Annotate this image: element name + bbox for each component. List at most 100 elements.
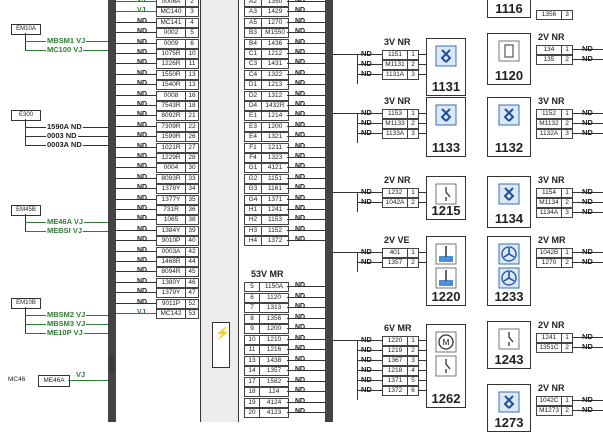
row-pin[interactable]: E3	[244, 121, 262, 132]
row-pin[interactable]: 40	[185, 236, 199, 247]
row-code[interactable]: 4123	[259, 408, 289, 418]
module-pin-number[interactable]: 2	[561, 406, 573, 416]
row-pin[interactable]: 36	[185, 205, 199, 215]
row-code[interactable]: 1200	[261, 121, 289, 132]
fuse-block[interactable]	[212, 322, 230, 368]
row-pin[interactable]: F1	[244, 142, 262, 153]
row-pin[interactable]: 53	[185, 309, 199, 319]
module-pin-number[interactable]: 2	[407, 198, 419, 208]
row-code[interactable]: 1371	[261, 194, 289, 205]
row-pin[interactable]: H4	[244, 236, 262, 247]
row-pin[interactable]: 39	[185, 225, 199, 236]
row-pin[interactable]: 10	[244, 334, 260, 345]
row-pin[interactable]: 27	[185, 142, 199, 153]
row-pin[interactable]: 4	[185, 17, 199, 28]
module-1243[interactable]: 1243	[487, 321, 531, 369]
module-pin-number[interactable]: 5	[407, 376, 419, 386]
connector-em45b[interactable]: EM45B	[11, 205, 41, 216]
row-pin[interactable]: 5	[244, 282, 260, 292]
module-pin-number[interactable]: 1	[561, 248, 573, 258]
module-pin-number[interactable]: 3	[407, 70, 419, 80]
row-code[interactable]: 1429	[261, 7, 289, 18]
module-pin-code[interactable]: 1042A	[382, 198, 408, 208]
module-pin-code[interactable]: 401	[382, 248, 408, 258]
row-pin[interactable]: B4	[244, 38, 262, 49]
module-pin-code[interactable]: 135	[536, 55, 562, 65]
row-code[interactable]: 1377Y	[156, 194, 186, 205]
row-code[interactable]: 1350	[261, 0, 289, 7]
row-pin[interactable]: 28	[185, 153, 199, 163]
row-pin[interactable]: 18	[185, 101, 199, 111]
module-1134[interactable]: 1134	[487, 176, 531, 228]
row-pin[interactable]: 13	[185, 80, 199, 91]
row-code[interactable]: 1468R	[156, 257, 186, 267]
row-code[interactable]: 1270	[261, 17, 289, 28]
row-code[interactable]: 1200	[259, 324, 289, 334]
module-pin-code[interactable]: 1220	[382, 336, 408, 346]
row-pin[interactable]: 2	[185, 0, 199, 7]
module-1215[interactable]: 1215	[426, 176, 466, 220]
row-pin[interactable]: 5	[185, 28, 199, 39]
row-pin[interactable]: 16	[185, 90, 199, 101]
module-pin-number[interactable]: 6	[407, 386, 419, 396]
row-pin[interactable]: 8	[244, 313, 260, 324]
module-pin-number[interactable]: 1	[407, 50, 419, 60]
row-pin[interactable]: 9	[244, 324, 260, 334]
row-pin[interactable]: F4	[244, 153, 262, 163]
row-pin[interactable]: 11	[244, 345, 260, 355]
row-pin[interactable]: C1	[244, 49, 262, 59]
row-code[interactable]: 9010P	[156, 236, 186, 247]
module-pin-code[interactable]: 1151	[382, 50, 408, 60]
row-pin[interactable]: H3	[244, 225, 262, 236]
row-code[interactable]: 1380Y	[156, 277, 186, 288]
row-code[interactable]: 1323	[261, 153, 289, 163]
row-pin[interactable]: H2	[244, 215, 262, 226]
module-pin-code[interactable]: 1351C	[536, 343, 562, 353]
row-code[interactable]: 1438	[259, 355, 289, 366]
module-1220[interactable]: 1220	[426, 236, 466, 306]
row-pin[interactable]: D1	[244, 80, 262, 91]
module-pin-code[interactable]: 1154	[536, 188, 562, 198]
row-code[interactable]: 0006A	[156, 0, 186, 7]
row-pin[interactable]: 44	[185, 257, 199, 267]
row-code[interactable]: 1384Y	[156, 225, 186, 236]
row-code[interactable]: 1356	[259, 313, 289, 324]
module-pin-number[interactable]: 2	[561, 198, 573, 208]
module-pin-number[interactable]: 2	[407, 346, 419, 356]
row-code[interactable]: 1540R	[156, 80, 186, 91]
module-pin-number[interactable]: 1	[561, 109, 573, 119]
row-code[interactable]: 1152	[261, 225, 289, 236]
row-pin[interactable]: 42	[185, 246, 199, 257]
module-pin-code[interactable]: 1219	[382, 346, 408, 356]
row-code[interactable]: 1211	[261, 142, 289, 153]
row-pin[interactable]: E4	[244, 132, 262, 143]
row-code[interactable]: 1313	[259, 303, 289, 313]
row-code[interactable]: 1214	[261, 111, 289, 122]
row-code[interactable]: 1378Y	[156, 184, 186, 195]
row-code[interactable]: 1599R	[156, 132, 186, 143]
module-pin-number[interactable]: 2	[407, 60, 419, 70]
module-pin-number[interactable]: 3	[561, 208, 573, 218]
row-code[interactable]: 8094R	[156, 267, 186, 278]
row-pin[interactable]: C3	[244, 59, 262, 70]
row-code[interactable]: 1379Y	[156, 288, 186, 299]
module-pin-code[interactable]: M1134	[536, 198, 562, 208]
row-code[interactable]: 731R	[156, 205, 186, 215]
row-pin[interactable]: 13	[185, 69, 199, 80]
row-code[interactable]: 1229R	[156, 153, 186, 163]
row-code[interactable]: MC141	[156, 17, 186, 28]
row-code[interactable]: 1075R	[156, 49, 186, 59]
module-pin-number[interactable]: 3	[561, 10, 573, 20]
module-pin-code[interactable]: 1133A	[382, 129, 408, 139]
row-code[interactable]: 8092R	[156, 111, 186, 122]
row-code[interactable]: 4121	[261, 163, 289, 174]
row-code[interactable]: MC142	[156, 309, 186, 319]
row-code[interactable]: 1241	[261, 205, 289, 215]
row-code[interactable]: 0002	[156, 28, 186, 39]
row-code[interactable]: 1312	[261, 90, 289, 101]
row-code[interactable]: 4124	[259, 397, 289, 408]
row-code[interactable]: 1550R	[156, 69, 186, 80]
row-pin[interactable]: 14	[244, 366, 260, 376]
module-pin-number[interactable]: 1	[561, 396, 573, 406]
